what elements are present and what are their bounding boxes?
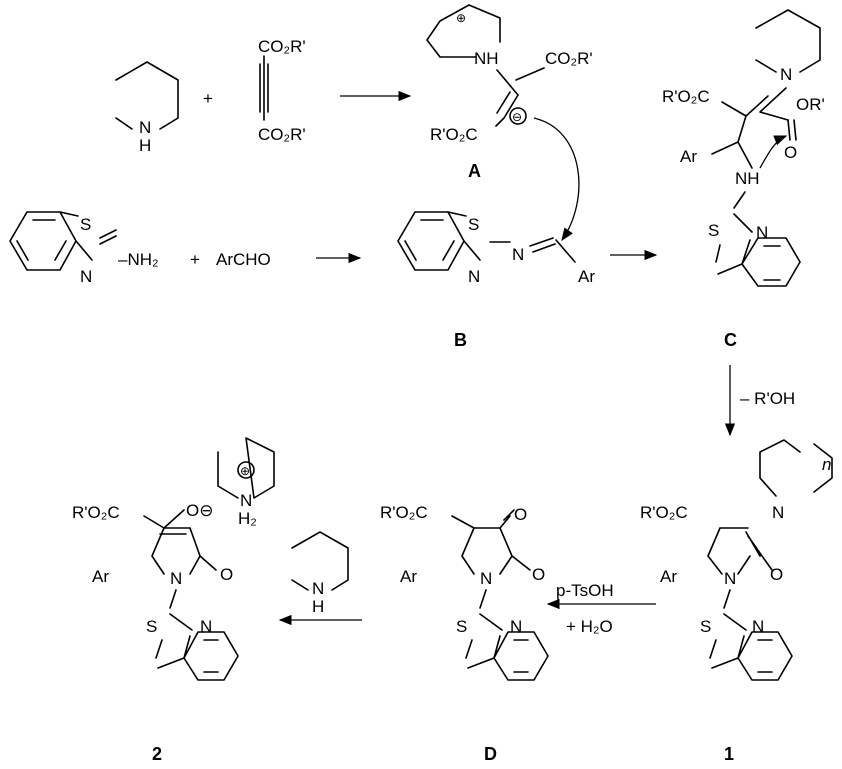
p1-o: O bbox=[770, 565, 783, 584]
d-n: N bbox=[510, 617, 522, 636]
alkyne-top-ester: CO₂R' bbox=[258, 37, 306, 56]
p1-n: N bbox=[752, 617, 764, 636]
a-ester-right: CO₂R' bbox=[545, 49, 593, 68]
abt-n: N bbox=[80, 267, 92, 286]
d-ketone-o: O bbox=[514, 505, 527, 524]
p1-n-index: n bbox=[822, 455, 831, 474]
p1-ar: Ar bbox=[660, 567, 677, 586]
product-1: n N R'O₂C Ar O N S N 1 bbox=[640, 439, 833, 764]
b-n: N bbox=[468, 267, 480, 286]
p2-ester: R'O₂C bbox=[72, 503, 120, 522]
piperidine-reagent: N H bbox=[115, 61, 179, 155]
intermediate-d: R'O₂C O O Ar N S N D bbox=[380, 503, 549, 764]
p2-lactam-o: O bbox=[220, 565, 233, 584]
p1-s: S bbox=[700, 617, 711, 636]
p2-oxide: O⊖ bbox=[186, 501, 213, 520]
p2-pip-n: N bbox=[240, 491, 252, 510]
label-2: 2 bbox=[152, 744, 162, 764]
abt-nh2: –NH₂ bbox=[118, 250, 159, 269]
p2-lactam-n: N bbox=[170, 569, 182, 588]
c-ester-left: R'O₂C bbox=[662, 87, 710, 106]
d-s: S bbox=[456, 617, 467, 636]
piperidine2-n: N bbox=[312, 579, 324, 598]
c-n: N bbox=[756, 223, 768, 242]
a-ester-left: R'O₂C bbox=[430, 125, 478, 144]
p1-lactam-n: N bbox=[724, 569, 736, 588]
label-a: A bbox=[468, 161, 481, 181]
step-1-to-d-reagent: p-TsOH bbox=[556, 581, 614, 600]
d-ar: Ar bbox=[400, 567, 417, 586]
plus-sign: + bbox=[203, 89, 213, 108]
intermediate-b: S N N Ar B bbox=[397, 211, 595, 350]
intermediate-c: N R'O₂C OR' O Ar NH S N C bbox=[662, 9, 825, 350]
c-ar: Ar bbox=[680, 147, 697, 166]
alkyne-reagent: CO₂R' CO₂R' bbox=[258, 37, 306, 144]
piperidine-n: N bbox=[139, 118, 151, 137]
label-c: C bbox=[724, 330, 737, 350]
piperidine2-h: H bbox=[312, 597, 324, 616]
abt-s: S bbox=[80, 215, 91, 234]
p2-plus: ⊕ bbox=[240, 464, 250, 478]
p1-ester: R'O₂C bbox=[640, 503, 688, 522]
label-d: D bbox=[484, 744, 497, 764]
p1-pip-n: N bbox=[772, 503, 784, 522]
c-nh: NH bbox=[735, 169, 760, 188]
label-b: B bbox=[454, 330, 467, 350]
d-ester: R'O₂C bbox=[380, 503, 428, 522]
b-ar: Ar bbox=[578, 267, 595, 286]
step-c-to-1: – R'OH bbox=[740, 389, 795, 408]
p2-n: N bbox=[200, 617, 212, 636]
step-1-to-d-water: + H₂O bbox=[566, 617, 613, 636]
a-plus: ⊕ bbox=[456, 11, 466, 25]
b-imine-n: N bbox=[512, 245, 524, 264]
piperidine-reagent-2: N H bbox=[291, 531, 349, 616]
alkyne-bottom-ester: CO₂R' bbox=[258, 125, 306, 144]
c-ester-right: OR' bbox=[796, 95, 825, 114]
aldehyde: ArCHO bbox=[216, 250, 271, 269]
plus-sign-2: + bbox=[190, 250, 200, 269]
d-lactam-n: N bbox=[480, 569, 492, 588]
curved-arrow-a-to-b bbox=[533, 117, 580, 242]
d-lactam-o: O bbox=[532, 565, 545, 584]
c-o: O bbox=[784, 143, 797, 162]
a-nh: NH bbox=[474, 49, 499, 68]
a-minus: ⊖ bbox=[512, 110, 522, 124]
c-pip-n: N bbox=[780, 65, 792, 84]
p2-ar: Ar bbox=[92, 567, 109, 586]
p2-pip-h2: H₂ bbox=[238, 509, 257, 528]
aminobenzothiazole-reagent: S N –NH₂ bbox=[9, 211, 159, 286]
c-curved-arrow bbox=[759, 135, 788, 169]
p2-s: S bbox=[146, 617, 157, 636]
b-s: S bbox=[468, 215, 479, 234]
label-1: 1 bbox=[724, 744, 734, 764]
c-s: S bbox=[708, 221, 719, 240]
intermediate-a: ⊕ NH CO₂R' R'O₂C ⊖ A bbox=[426, 4, 593, 181]
product-2: ⊕ N H₂ R'O₂C O⊖ O Ar N S N 2 bbox=[72, 437, 275, 764]
piperidine-h: H bbox=[139, 136, 151, 155]
